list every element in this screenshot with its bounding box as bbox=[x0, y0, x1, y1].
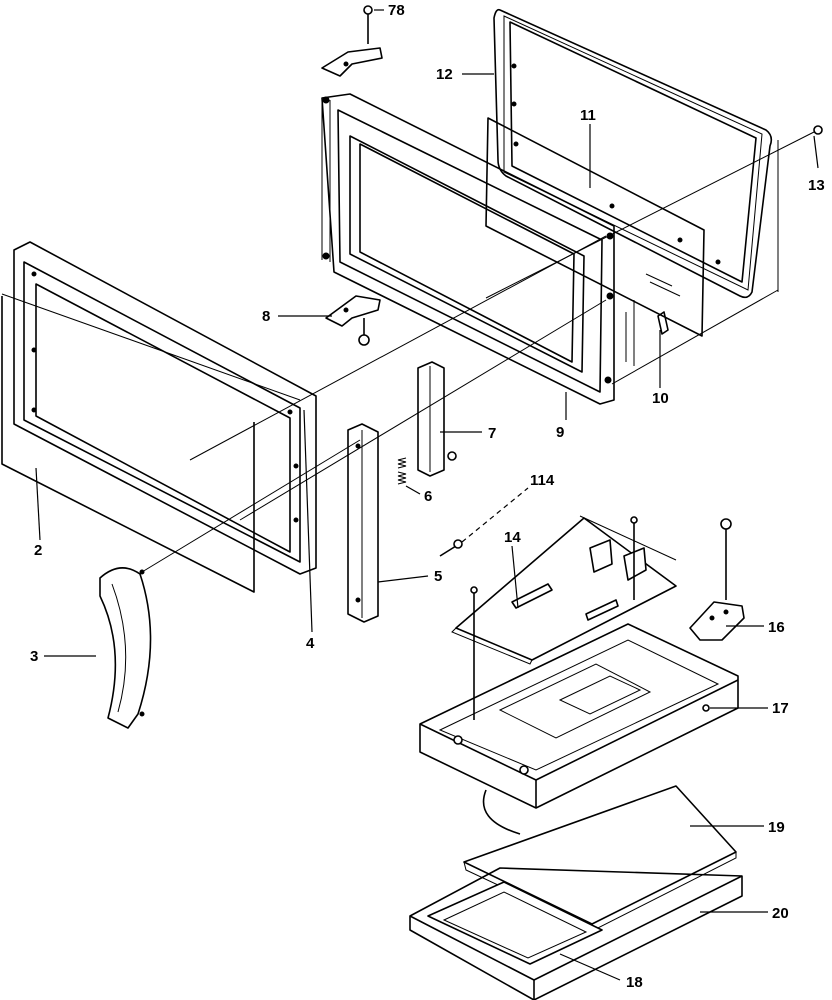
part-13-screw bbox=[813, 125, 823, 135]
part-6-spring bbox=[397, 457, 407, 485]
part-7-latch-lever bbox=[417, 361, 457, 477]
part-3-door-handle bbox=[99, 567, 152, 729]
callout-114: 114 bbox=[530, 472, 555, 489]
callout-12: 12 bbox=[436, 66, 453, 83]
alignment-lines bbox=[1, 131, 815, 573]
part-9-inner-door-panel bbox=[321, 93, 615, 405]
part-10-screw bbox=[657, 311, 669, 335]
callout-14: 14 bbox=[504, 529, 521, 546]
callout-4: 4 bbox=[306, 635, 315, 652]
callout-2: 2 bbox=[34, 542, 42, 559]
callout-20: 20 bbox=[772, 905, 789, 922]
callout-18: 18 bbox=[626, 974, 643, 991]
part-18-insulation-pad bbox=[427, 881, 603, 965]
callout-78: 78 bbox=[388, 2, 405, 19]
part-2-outer-door-frame bbox=[1, 241, 317, 593]
callout-9: 9 bbox=[556, 424, 564, 441]
callout-13: 13 bbox=[808, 177, 825, 194]
part-78-screw-and-upper-hinge bbox=[321, 5, 383, 77]
part-14-control-board bbox=[451, 516, 677, 720]
part-16-bracket bbox=[689, 518, 745, 641]
part-8-lower-hinge bbox=[325, 295, 381, 346]
callout-19: 19 bbox=[768, 819, 785, 836]
callout-labels: 78 12 11 13 8 10 7 9 6 114 2 14 5 16 3 4… bbox=[30, 2, 825, 991]
callout-5: 5 bbox=[434, 568, 442, 585]
callout-11: 11 bbox=[580, 107, 596, 124]
callout-7: 7 bbox=[488, 425, 496, 442]
callout-17: 17 bbox=[772, 700, 789, 717]
callout-16: 16 bbox=[768, 619, 785, 636]
callout-8-hinge: 8 bbox=[262, 308, 270, 325]
callout-6: 6 bbox=[424, 488, 432, 505]
part-114-screw bbox=[439, 539, 463, 557]
part-5-latch-bar bbox=[347, 423, 379, 623]
callout-3: 3 bbox=[30, 648, 38, 665]
callout-10: 10 bbox=[652, 390, 669, 407]
part-11-glass-panel bbox=[485, 117, 705, 337]
callout-leaders bbox=[35, 9, 819, 981]
part-12-door-seal-frame bbox=[493, 8, 773, 299]
part-20-base-tray bbox=[409, 867, 743, 1000]
